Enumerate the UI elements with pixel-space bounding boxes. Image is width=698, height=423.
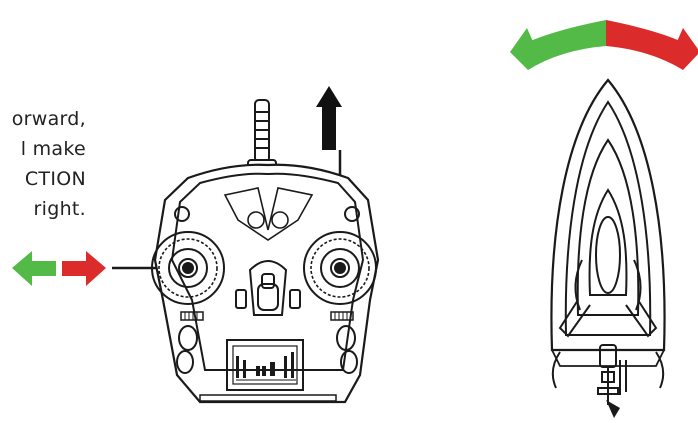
rotation-arrow (510, 20, 698, 70)
left-stick-gimbal (151, 231, 225, 305)
lcd-screen (226, 339, 304, 391)
right-red-arrow (62, 251, 106, 286)
instruction-text: orward, l make CTION right. (0, 104, 86, 224)
boat (550, 78, 666, 418)
antenna (247, 99, 277, 175)
left-green-arrow (12, 251, 56, 286)
instruction-line-3: CTION (24, 168, 86, 190)
transmitter (151, 99, 380, 404)
instruction-line-4: right. (33, 198, 86, 220)
right-stick-gimbal (303, 231, 377, 305)
instruction-line-2: l make (20, 138, 86, 160)
instruction-line-1: orward, (11, 108, 86, 130)
